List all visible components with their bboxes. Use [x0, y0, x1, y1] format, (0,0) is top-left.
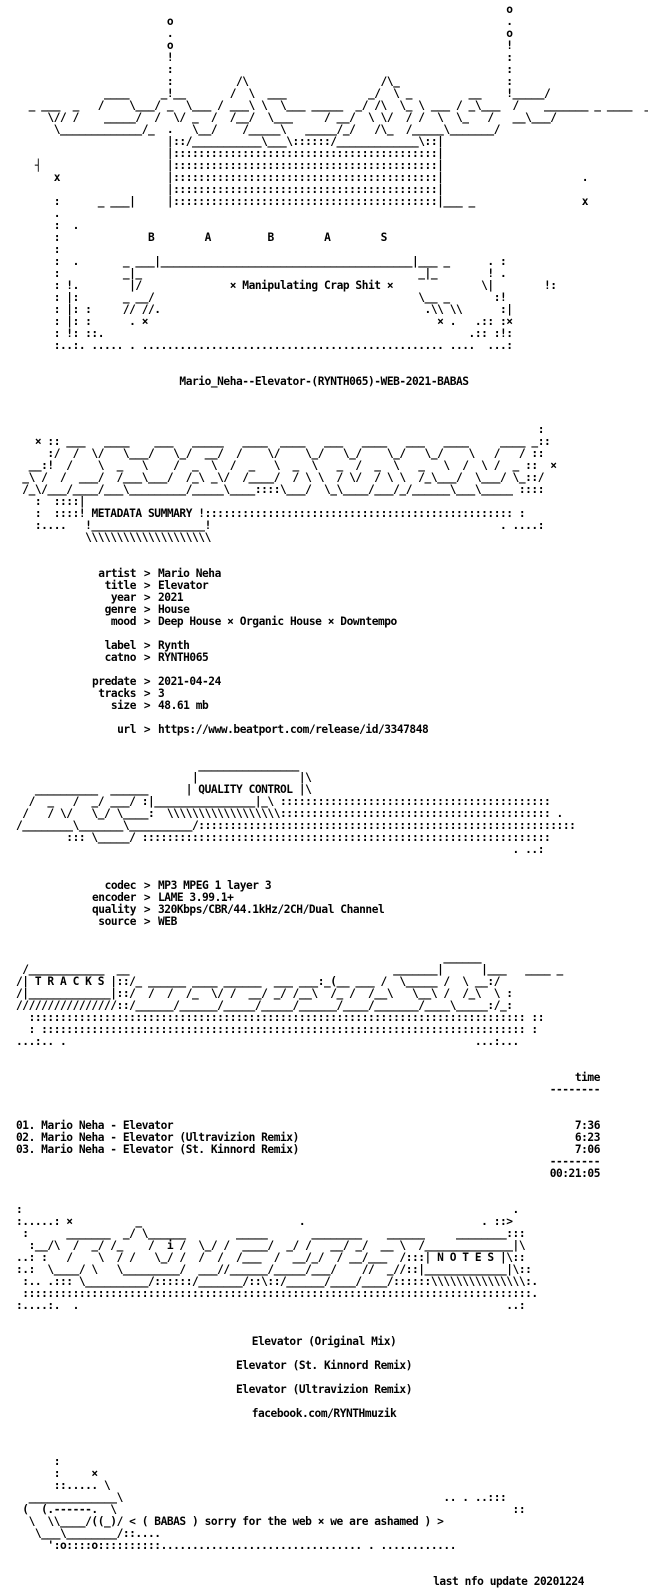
- field-key: title: [104, 579, 137, 592]
- field-value: WEB: [158, 915, 177, 928]
- metadata-field-title: title>Elevator: [16, 580, 648, 592]
- footer-message-row: ( (.------. \ :: \ \\____/((_)/ < ( BABA…: [22, 1503, 526, 1528]
- track-time: 6:23: [574, 1131, 601, 1144]
- notes-line: Elevator (St. Kinnord Remix): [236, 1359, 412, 1372]
- metadata-field-artist: artist>Mario Neha: [16, 568, 648, 580]
- field-value: House: [158, 603, 190, 616]
- tracks-total-time: 00:21:05: [549, 1167, 601, 1180]
- footer-message: < ( BABAS ) sorry for the web × we are a…: [129, 1515, 444, 1528]
- quality-field-quality: quality>320Kbps/CBR/44.1kHz/2CH/Dual Cha…: [16, 904, 648, 916]
- track-name: Mario Neha - Elevator: [41, 1119, 174, 1132]
- field-key: label: [104, 639, 137, 652]
- metadata-field-url: url>https://www.beatport.com/release/id/…: [16, 724, 648, 736]
- field-value: 2021-04-24: [158, 675, 221, 688]
- field-key: url: [117, 723, 136, 736]
- logo-art-bottom: : |: _ __/ \__ _ :! : |: : // //. .\\ \\…: [53, 291, 513, 352]
- tracks-time-label: time: [574, 1071, 601, 1084]
- field-value: 3: [158, 687, 165, 700]
- field-value: MP3 MPEG 1 layer 3: [158, 879, 272, 892]
- notes-art-bottom: :.: \____/ \ \_________/ ___//______/___…: [16, 1263, 538, 1312]
- metadata-field-size: size>48.61 mb: [16, 700, 648, 712]
- metadata-field-tracks: tracks>3: [16, 688, 648, 700]
- field-value: Rynth: [158, 639, 190, 652]
- tracks-header: T R A C K S: [34, 975, 105, 988]
- footer-art-bottom: \___\________/::.... ':o::::o::::::::::.…: [34, 1527, 457, 1552]
- field-key: size: [110, 699, 137, 712]
- metadata-field-predate: predate>2021-04-24: [16, 676, 648, 688]
- field-key: artist: [98, 567, 136, 580]
- track-time: 7:06: [574, 1143, 601, 1156]
- field-value: LAME 3.99.1+: [158, 891, 234, 904]
- track-row: 02. Mario Neha - Elevator (Ultravizion R…: [16, 1132, 600, 1144]
- tracks-art-bottom: /|_____________|::/ / / /_ \/ / __/ _/ /…: [16, 987, 544, 1048]
- logo-art-top: o o . . o o: [28, 3, 648, 232]
- track-time: 7:36: [574, 1119, 601, 1132]
- logo-letter: S: [380, 231, 388, 244]
- quality-header-row: __________ ______ | QUALITY CONTROL |\: [16, 783, 312, 796]
- notes-facebook-link[interactable]: facebook.com/RYNTHmuzik: [251, 1407, 397, 1420]
- field-key: catno: [104, 651, 137, 664]
- tracks-art-top: ______ /____________ __ _______| |___ __…: [22, 951, 563, 976]
- field-value: 48.61 mb: [158, 699, 209, 712]
- field-key: source: [98, 915, 136, 928]
- track-name: Mario Neha - Elevator (St. Kinnord Remix…: [41, 1143, 299, 1156]
- logo-letter: A: [204, 231, 212, 244]
- quality-header: QUALITY CONTROL: [198, 783, 293, 796]
- logo-art-frame: : : . _ ___|____________________________…: [53, 243, 507, 280]
- metadata-field-genre: genre>House: [16, 604, 648, 616]
- field-key: year: [110, 591, 137, 604]
- field-key: codec: [104, 879, 137, 892]
- notes-header-row: ..: : / \ / / \_/ / / / /___ / __/_/ / _…: [16, 1251, 526, 1264]
- logo-tagline-row: : !. |/ × Manipulating Crap Shit × \| !:: [16, 279, 557, 292]
- logo-letters: : B A B A S: [16, 231, 388, 244]
- metadata-field-label: label>Rynth: [16, 640, 648, 652]
- metadata-art: : × :: ___ ____ ___ _____ ____ ____ ___ …: [22, 423, 557, 508]
- quality-field-encoder: encoder>LAME 3.99.1+: [16, 892, 648, 904]
- field-key: encoder: [92, 891, 136, 904]
- field-value: Deep House × Organic House × Downtempo: [158, 615, 397, 628]
- track-row: 03. Mario Neha - Elevator (St. Kinnord R…: [16, 1144, 600, 1156]
- release-name: Mario_Neha--Elevator-(RYNTH065)-WEB-2021…: [179, 375, 469, 388]
- last-update: last nfo update 20201224: [433, 1575, 584, 1588]
- tracks-header-row: /| T R A C K S |::/_ ______ ____ ______ …: [16, 975, 500, 988]
- quality-field-codec: codec>MP3 MPEG 1 layer 3: [16, 880, 648, 892]
- metadata-field-catno: catno>RYNTH065: [16, 652, 648, 664]
- quality-art-bottom: / _ / _/ ___/ :|________________|_\ ::::…: [16, 795, 576, 856]
- footer-art-top: : : × ::..... \ ______________\ .. . ..:…: [28, 1455, 507, 1504]
- logo-letter: A: [324, 231, 331, 244]
- metadata-header-underline: :.... !__________________! . ....: \\\\\…: [34, 519, 545, 544]
- notes-art-top: : . :.....: × _ . . ::> : _______ _/ \__…: [16, 1203, 526, 1252]
- track-number: 03.: [16, 1143, 35, 1156]
- notes-header: N O T E S: [437, 1251, 494, 1264]
- quality-field-source: source>WEB: [16, 916, 648, 928]
- field-value: 2021: [158, 591, 184, 604]
- nfo-document: o o . . o o: [16, 4, 648, 1588]
- field-key: tracks: [98, 687, 136, 700]
- track-number: 01.: [16, 1119, 35, 1132]
- field-value: RYNTH065: [158, 651, 209, 664]
- field-key: genre: [104, 603, 137, 616]
- quality-art-top: ________________ | |\: [191, 759, 312, 784]
- track-number: 02.: [16, 1131, 35, 1144]
- logo-letter: B: [148, 231, 155, 244]
- logo-tagline: × Manipulating Crap Shit ×: [229, 279, 394, 292]
- metadata-header-row: : ::::! METADATA SUMMARY !::::::::::::::…: [16, 507, 526, 520]
- metadata-header: METADATA SUMMARY: [91, 507, 193, 520]
- field-value: Elevator: [158, 579, 209, 592]
- track-row: 01. Mario Neha - Elevator 7:36: [16, 1120, 600, 1132]
- logo-letter: B: [267, 231, 274, 244]
- notes-line: Elevator (Original Mix): [251, 1335, 397, 1348]
- track-name: Mario Neha - Elevator (Ultravizion Remix…: [41, 1131, 299, 1144]
- field-key: quality: [92, 903, 136, 916]
- metadata-field-year: year>2021: [16, 592, 648, 604]
- field-value: Mario Neha: [158, 567, 221, 580]
- field-value: 320Kbps/CBR/44.1kHz/2CH/Dual Channel: [158, 903, 385, 916]
- field-key: mood: [110, 615, 137, 628]
- field-key: predate: [92, 675, 136, 688]
- tracks-total-rule: --------: [549, 1155, 601, 1168]
- metadata-field-mood: mood>Deep House × Organic House × Downte…: [16, 616, 648, 628]
- notes-line: Elevator (Ultravizion Remix): [236, 1383, 412, 1396]
- release-url-link[interactable]: https://www.beatport.com/release/id/3347…: [158, 723, 429, 736]
- tracks-time-rule: --------: [549, 1083, 601, 1096]
